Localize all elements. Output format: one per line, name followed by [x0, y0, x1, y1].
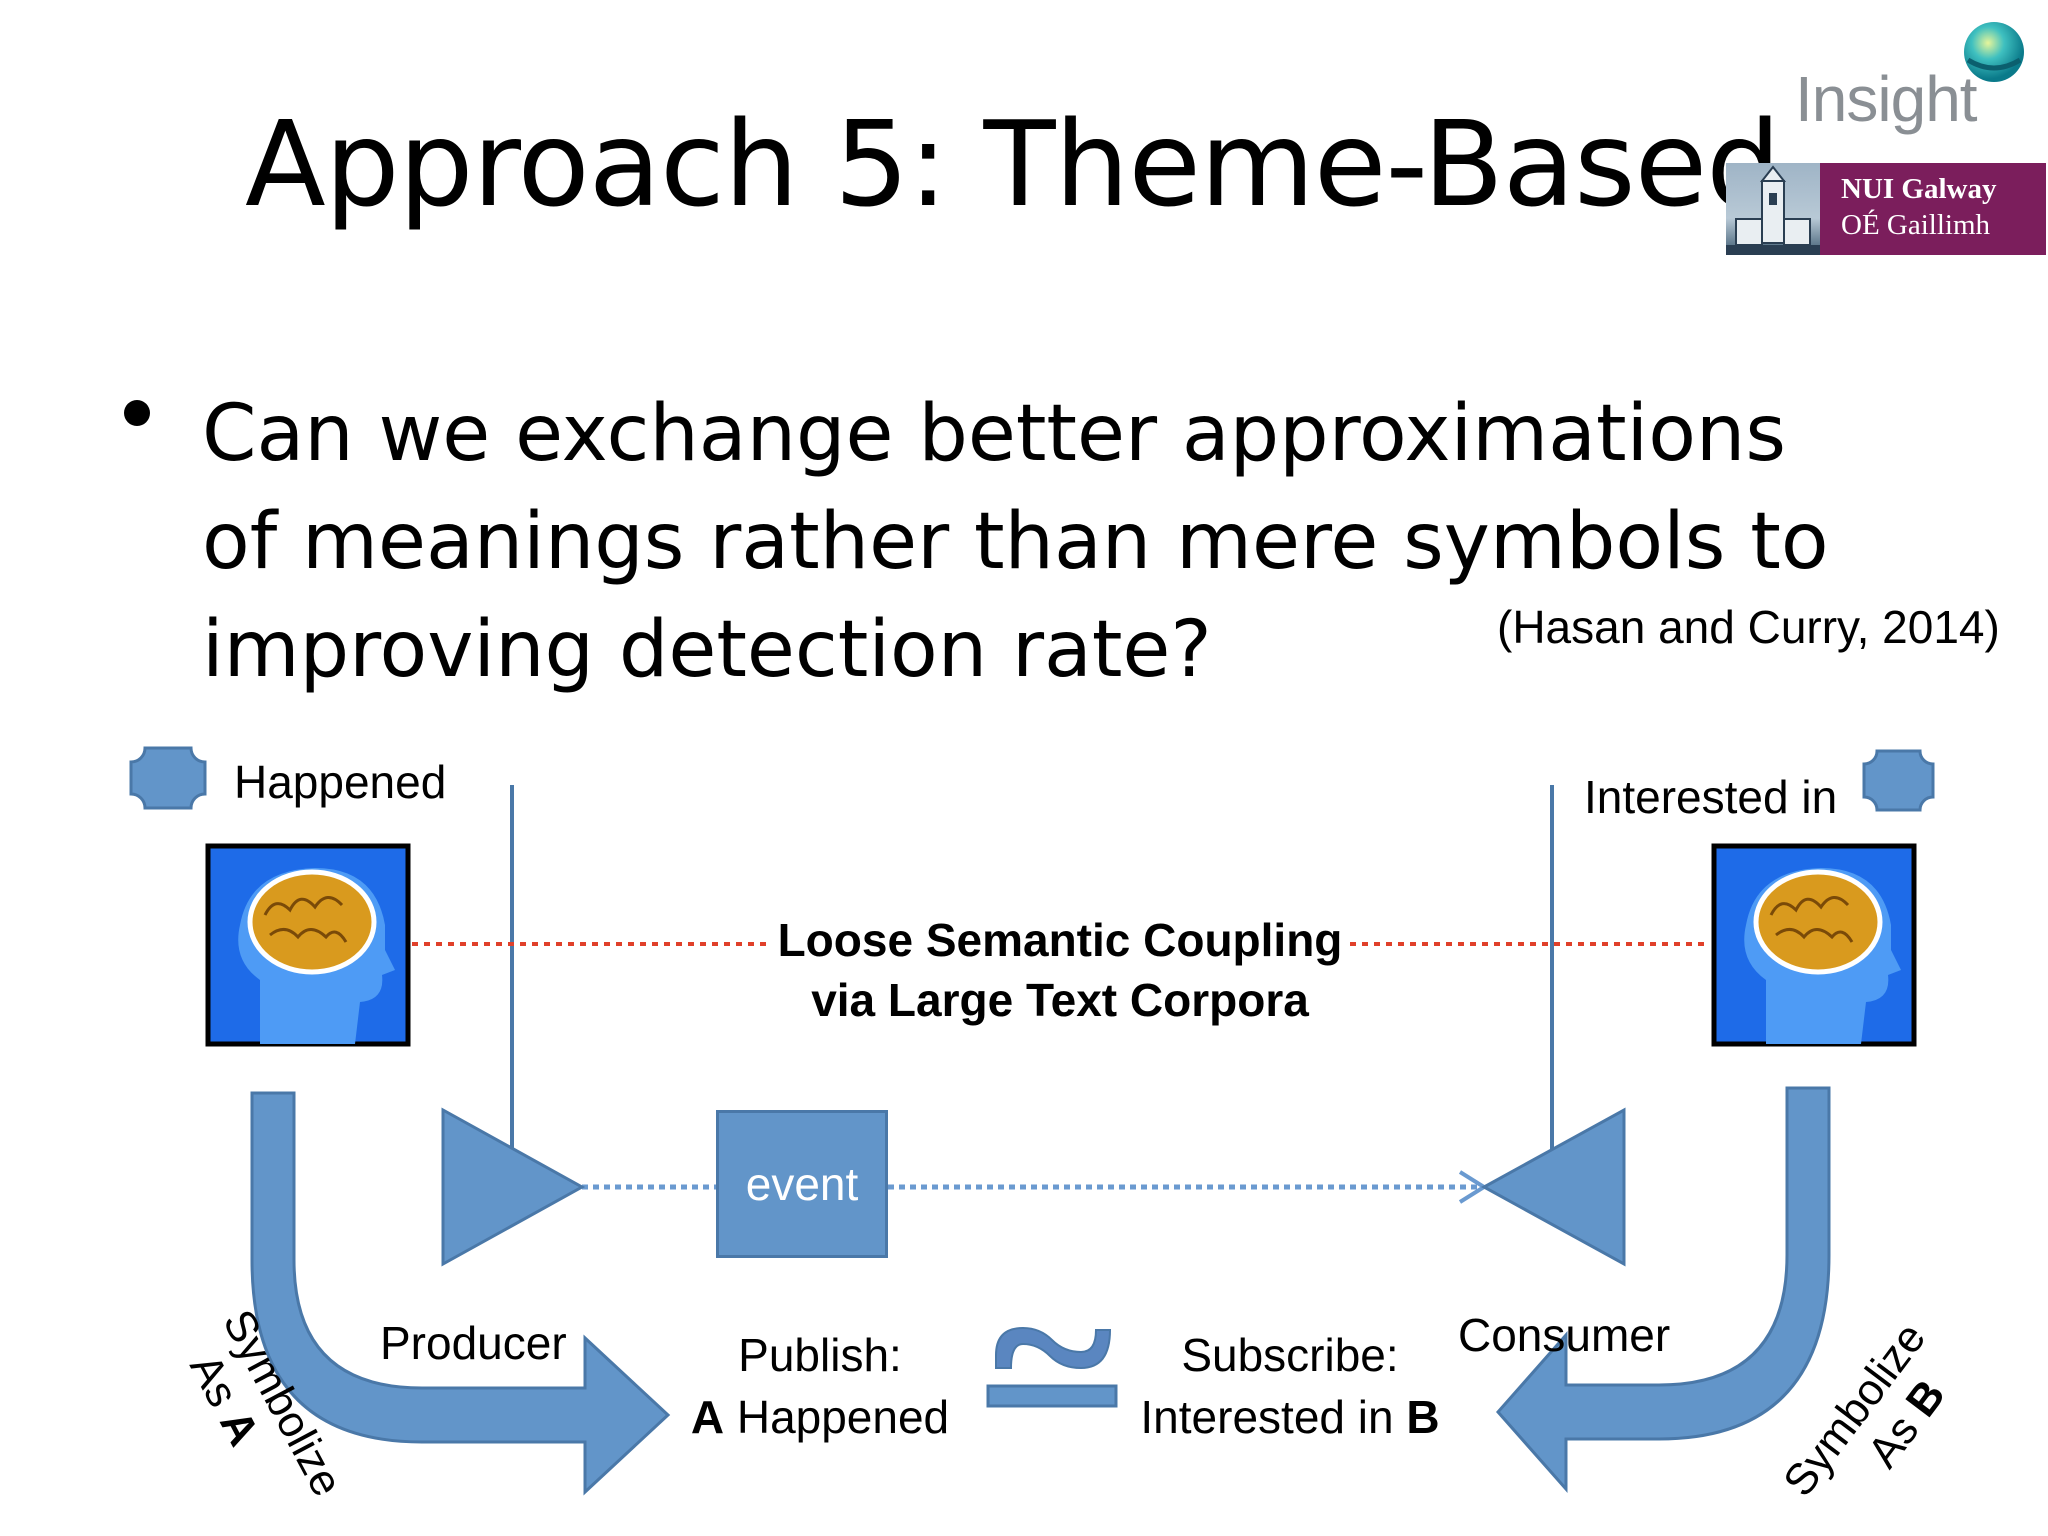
bullet-point-icon — [124, 400, 150, 426]
insight-logo-icon — [1964, 22, 2024, 82]
nui-line2: OÉ Gaillimh — [1841, 209, 1991, 241]
subscribe-letter: B — [1406, 1391, 1440, 1443]
producer-label: Producer — [380, 1317, 567, 1369]
bullet-text: Can we exchange better approximations of… — [202, 389, 1829, 695]
happened-label: Happened — [234, 756, 447, 808]
subscribe-line1: Subscribe: — [1181, 1329, 1399, 1381]
symbolize-a-arrow-icon — [250, 1091, 671, 1496]
nui-line1: NUI Galway — [1841, 173, 1997, 205]
consumer-triangle-icon — [1480, 1107, 1626, 1267]
producer-triangle-icon — [441, 1107, 586, 1267]
nui-galway-logo: NUI Galway OÉ Gaillimh — [1726, 163, 2046, 255]
publish-letter: A — [690, 1391, 725, 1443]
happened-plaque-icon — [129, 746, 207, 810]
producer-brain-icon — [205, 843, 411, 1047]
event-label: event — [745, 1158, 859, 1210]
university-tower-image — [1726, 163, 1820, 255]
consumer-brain-icon — [1711, 843, 1917, 1047]
interested-in-label: Interested in — [1584, 771, 1838, 823]
subscribe-label: Subscribe: Interested in B — [1130, 1324, 1450, 1448]
publish-text: Happened — [724, 1391, 950, 1443]
approximately-equal-icon — [986, 1326, 1118, 1408]
consumer-label: Consumer — [1458, 1309, 1671, 1361]
subscribe-text: Interested in — [1140, 1391, 1407, 1443]
slide-title: Approach 5: Theme-Based — [245, 95, 1781, 233]
coupling-label: Loose Semantic Coupling via Large Text C… — [760, 910, 1360, 1030]
publish-line1: Publish: — [738, 1329, 902, 1381]
interested-plaque-icon — [1862, 749, 1935, 812]
coupling-line1: Loose Semantic Coupling — [777, 914, 1343, 966]
citation: (Hasan and Curry, 2014) — [1497, 601, 2000, 653]
event-box: event — [716, 1110, 888, 1258]
publish-label: Publish: A Happened — [690, 1324, 950, 1448]
symbolize-b-arrow-icon — [1495, 1086, 1831, 1493]
coupling-line2: via Large Text Corpora — [811, 974, 1309, 1026]
insight-logo-text: Insight — [1795, 63, 1978, 135]
